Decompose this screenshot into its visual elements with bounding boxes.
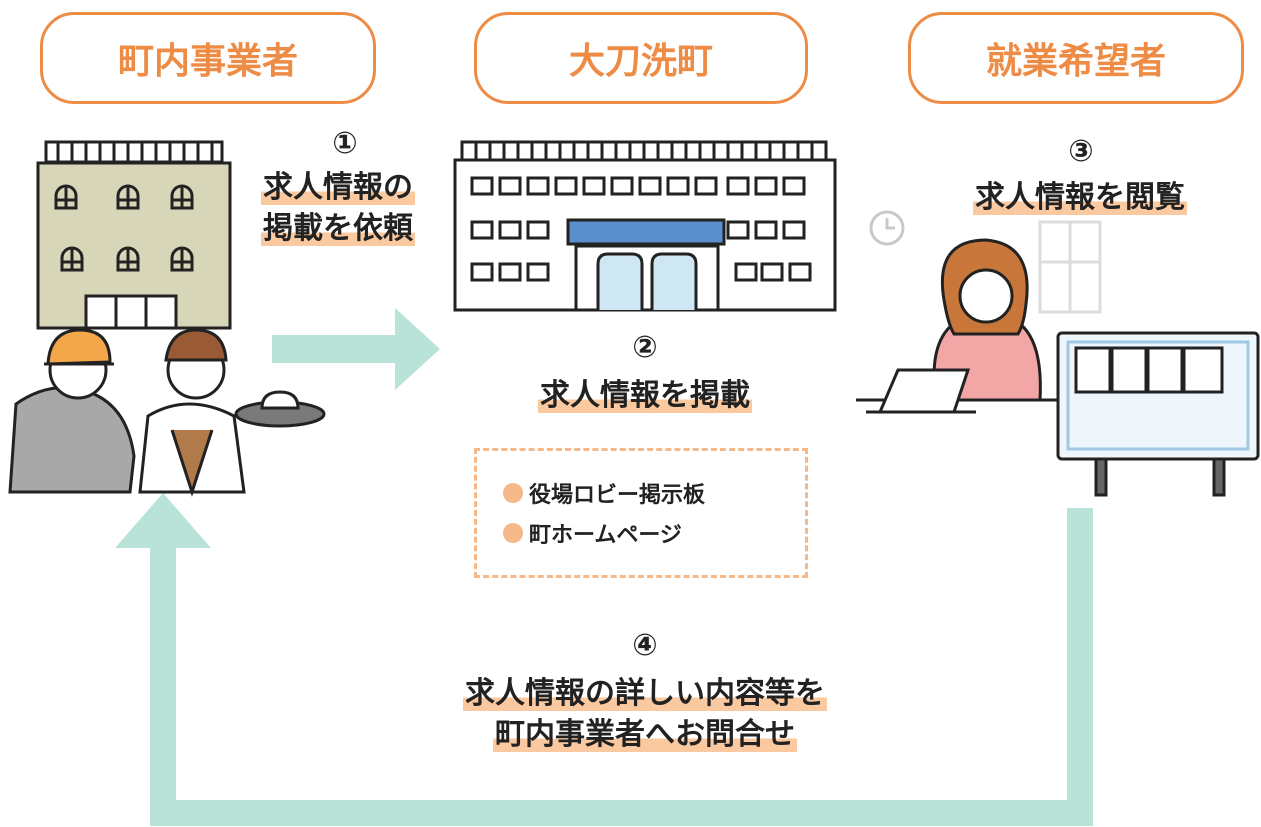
town-hall-icon [453, 140, 837, 312]
channel-label: 役場ロビー掲示板 [529, 483, 706, 508]
workers-illustration-icon [8, 328, 326, 497]
step4-line1: 求人情報の詳しい内容等を [463, 676, 827, 711]
channel-item-homepage: 町ホームページ [503, 513, 805, 553]
channel-item-lobby-board: 役場ロビー掲示板 [503, 473, 805, 513]
actor-seeker: 就業希望者 [908, 12, 1244, 104]
job-seeker-laptop-icon [856, 238, 1066, 414]
step4-text: 求人情報の詳しい内容等を 町内事業者へお問合せ [380, 674, 910, 755]
employer-building-icon [36, 140, 232, 330]
actor-employer: 町内事業者 [40, 12, 376, 104]
step4-number: ④ [632, 628, 658, 663]
step2-text: 求人情報を掲載 [480, 376, 810, 417]
bullet-dot-icon [503, 483, 523, 503]
request-arrow-icon [272, 308, 440, 390]
channel-label: 町ホームページ [529, 523, 682, 548]
step1-number: ① [332, 126, 358, 161]
actor-town: 大刀洗町 [474, 12, 808, 104]
window-icon [1038, 220, 1102, 314]
bullet-dot-icon [503, 523, 523, 543]
step1-line1: 求人情報の [261, 170, 415, 205]
step3-number: ③ [1068, 134, 1094, 169]
step1-text: 求人情報の 掲載を依頼 [238, 168, 438, 249]
step2-number: ② [632, 330, 658, 365]
step1-line2: 掲載を依頼 [261, 210, 415, 246]
channels-box: 役場ロビー掲示板 町ホームページ [474, 448, 808, 578]
step2-line1: 求人情報を掲載 [538, 378, 752, 413]
step3-line1: 求人情報を閲覧 [973, 180, 1187, 215]
step4-line2: 町内事業者へお問合せ [493, 716, 797, 752]
step3-text: 求人情報を閲覧 [930, 178, 1230, 219]
notice-board-icon [1056, 331, 1260, 497]
return-arrow-icon [115, 493, 1093, 826]
clock-icon [869, 210, 905, 246]
